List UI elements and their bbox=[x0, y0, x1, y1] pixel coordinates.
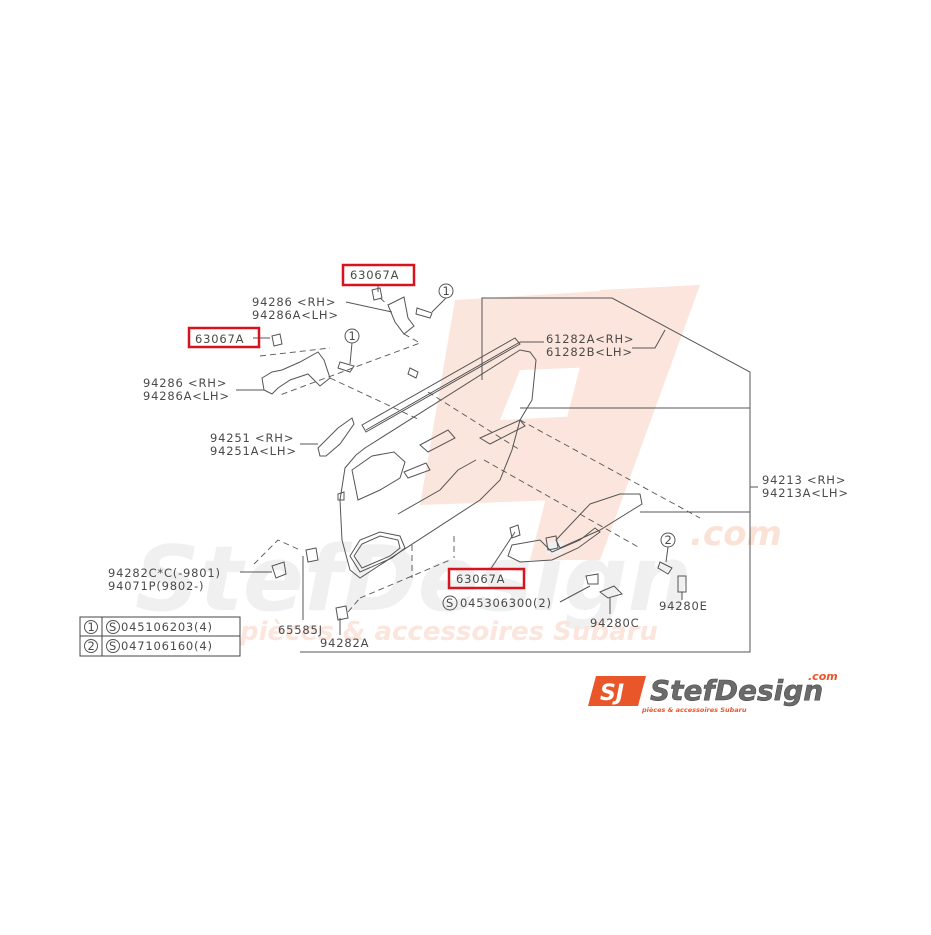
svg-text:1: 1 bbox=[88, 620, 96, 634]
legend-part-1: 045106203(4) bbox=[121, 620, 213, 634]
label-clip-top: 63067A bbox=[350, 268, 399, 282]
label-94286a-upper-lh: 94286A<LH> bbox=[252, 308, 339, 322]
svg-text:S: S bbox=[109, 639, 117, 653]
door-trim-panel bbox=[337, 349, 701, 599]
screw-callouts: 1 1 2 bbox=[344, 283, 676, 575]
logo-badge-text: SJ bbox=[600, 681, 624, 706]
label-94071p: 94071P(9802-) bbox=[108, 579, 204, 593]
label-94251a-lh: 94251A<LH> bbox=[210, 444, 297, 458]
watermark-brand: StefDesign bbox=[135, 527, 692, 632]
svg-text:S: S bbox=[446, 596, 454, 610]
logo-brand: StefDesign bbox=[650, 674, 823, 707]
legend-part-2: 047106160(4) bbox=[121, 639, 213, 653]
callout-2-icon: 2 bbox=[665, 533, 673, 547]
callout-1-icon: 1 bbox=[443, 284, 451, 298]
small-parts bbox=[489, 531, 687, 614]
label-clip-left: 63067A bbox=[195, 332, 244, 346]
label-94251-rh: 94251 <RH> bbox=[210, 431, 294, 445]
weatherstrip bbox=[361, 337, 544, 433]
label-clip-bottom: 63067A bbox=[456, 572, 505, 586]
s-mark-icon bbox=[442, 595, 458, 611]
trim-leader-frame bbox=[300, 297, 758, 653]
watermark-domain: .com bbox=[690, 514, 782, 554]
highlight-box-clip-top bbox=[341, 263, 416, 287]
label-94286-upper-rh: 94286 <RH> bbox=[252, 295, 336, 309]
label-94286a-lower-lh: 94286A<LH> bbox=[143, 389, 230, 403]
label-94280c: 94280C bbox=[590, 616, 639, 630]
logo-tagline: pièces & accessoires Subaru bbox=[641, 706, 747, 714]
label-61282a-rh: 61282A<RH> bbox=[546, 332, 634, 346]
armrest bbox=[507, 493, 643, 563]
highlight-box-clip-bottom bbox=[447, 567, 526, 590]
label-045306300: 045306300(2) bbox=[460, 596, 552, 610]
label-94213-rh: 94213 <RH> bbox=[762, 473, 846, 487]
cover-piece bbox=[300, 417, 355, 457]
push-clips bbox=[253, 539, 361, 635]
watermark-logo-shape bbox=[530, 285, 700, 560]
label-94282a: 94282A bbox=[320, 636, 369, 650]
svg-text:S: S bbox=[109, 620, 117, 634]
legend-table: 1 S 045106203(4) 2 S 047106160(4) bbox=[79, 616, 241, 657]
part-labels: 63067A 63067A 63067A 94286 <RH> 94286A<L… bbox=[108, 268, 849, 650]
leader-lines bbox=[236, 285, 666, 573]
label-94282c: 94282C*C(-9801) bbox=[108, 566, 221, 580]
watermark: StefDesign .com pièces & accessoires Sub… bbox=[135, 285, 782, 647]
highlight-box-clip-left bbox=[187, 326, 261, 349]
label-94286-lower-rh: 94286 <RH> bbox=[143, 376, 227, 390]
label-94213a-lh: 94213A<LH> bbox=[762, 486, 849, 500]
callout-1-icon: 1 bbox=[349, 329, 357, 343]
stefdesign-logo: SJ StefDesign .com pièces & accessoires … bbox=[588, 670, 838, 714]
callout-2-icon bbox=[84, 639, 98, 653]
svg-text:2: 2 bbox=[88, 639, 96, 653]
upper-bracket bbox=[279, 287, 433, 396]
highlight-boxes bbox=[187, 263, 526, 590]
s-mark-icon bbox=[106, 620, 120, 634]
label-65585j: 65585J bbox=[278, 623, 323, 637]
logo-domain: .com bbox=[808, 670, 838, 683]
label-94280e: 94280E bbox=[659, 599, 708, 613]
label-61282b-lh: 61282B<LH> bbox=[546, 345, 633, 359]
callout-1-icon bbox=[84, 620, 98, 634]
logo-badge bbox=[588, 676, 646, 706]
watermark-tagline: pièces & accessoires Subaru bbox=[239, 617, 658, 647]
s-mark-icon bbox=[106, 639, 120, 653]
lower-bracket bbox=[259, 333, 421, 421]
